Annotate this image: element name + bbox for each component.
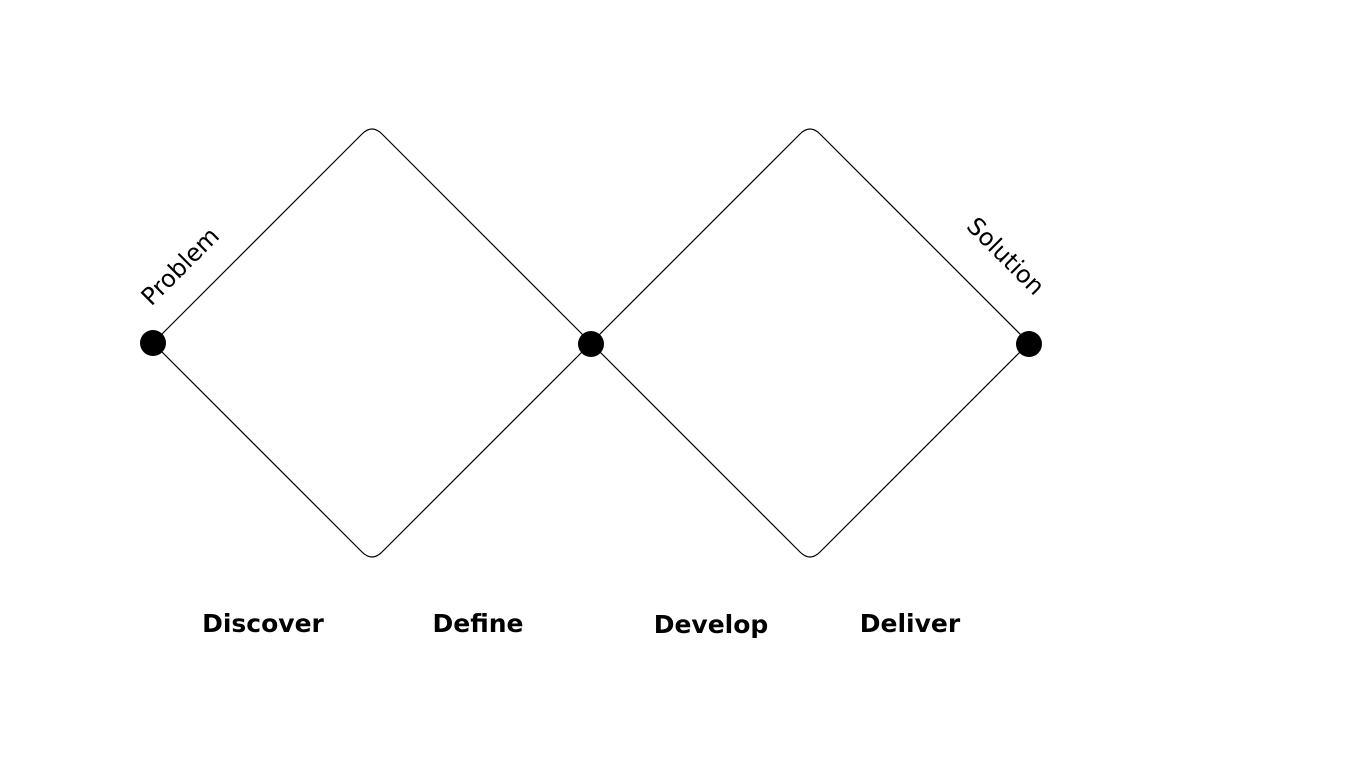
start-node [140, 330, 166, 356]
problem-label: Problem [136, 222, 225, 311]
phase-label-develop: Develop [654, 610, 769, 639]
phase-label-define: Define [433, 609, 524, 638]
middle-node [578, 331, 604, 357]
phase-label-discover: Discover [202, 609, 324, 638]
diamond-develop-deliver [590, 128, 1030, 558]
solution-label: Solution [961, 212, 1050, 301]
phase-label-deliver: Deliver [860, 609, 961, 638]
end-node [1016, 331, 1042, 357]
diamond-discover-define [152, 128, 592, 558]
